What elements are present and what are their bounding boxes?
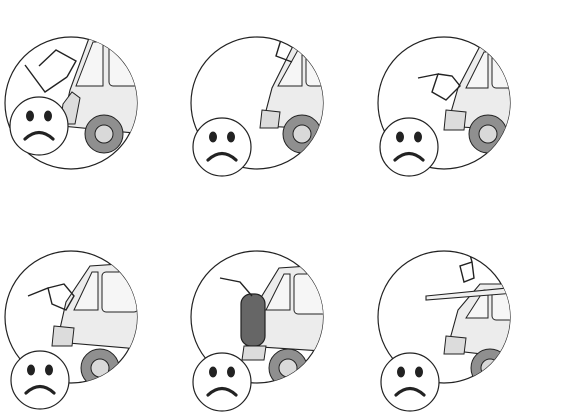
wheel-hub: [95, 125, 113, 143]
sad-face-icon: [10, 97, 68, 155]
panel-3: [378, 37, 535, 176]
panel-5: [191, 251, 338, 411]
van-bumper: [444, 110, 466, 130]
wheel: [471, 349, 509, 387]
van-window: [492, 52, 526, 88]
sad-face-icon: [193, 118, 251, 176]
wheel-hub: [479, 125, 497, 143]
panel-4: [5, 251, 150, 409]
van-bumper: [260, 110, 280, 128]
sad-face-icon: [381, 353, 439, 411]
sad-face-icon: [193, 353, 251, 411]
mounted-dark-panel: [241, 294, 265, 346]
panel-6: [378, 240, 535, 411]
wheel-hub: [481, 359, 499, 377]
wheel-hub: [91, 359, 109, 377]
van-bumper: [444, 336, 466, 354]
van-window: [148, 42, 168, 86]
van-bumper: [242, 346, 266, 360]
van-bumper: [52, 326, 74, 346]
sad-face-icon: [380, 118, 438, 176]
wheel-hub: [293, 125, 311, 143]
panel-1: [5, 34, 168, 169]
van-window: [306, 50, 340, 86]
wheel-hub: [279, 359, 297, 377]
panel-2: [191, 14, 345, 176]
van-window: [109, 42, 144, 86]
sad-face-icon: [11, 351, 69, 409]
